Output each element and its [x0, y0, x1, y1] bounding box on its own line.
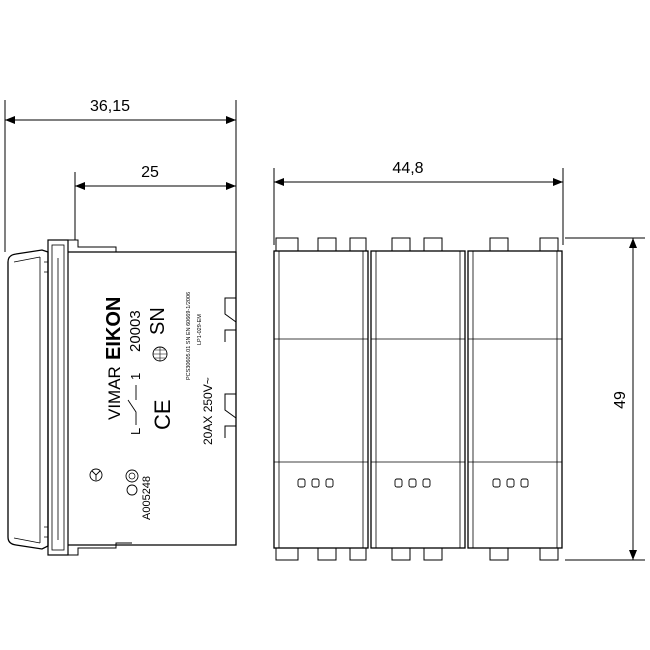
label-ce-mark: CE [150, 399, 175, 430]
led-indicator [297, 478, 306, 488]
label-brand: EIKON [103, 297, 125, 360]
label-standard-2: LP1-029-EM [197, 314, 203, 345]
front-module-3 [467, 237, 563, 561]
switch-side-view: EIKON 20003 SN VIMAR L 1 CE 20AX 250V~ P… [7, 239, 237, 556]
mounting-frame [44, 239, 69, 556]
led-indicator [408, 478, 417, 488]
dim-label-side-body: 25 [141, 164, 159, 181]
dim-label-front-height: 49 [612, 391, 629, 409]
label-serial: A005248 [141, 476, 153, 520]
label-code: 20003 [127, 310, 144, 352]
led-indicator [394, 478, 403, 488]
led-row [297, 478, 334, 488]
dimension-front-height: 49 [565, 237, 645, 561]
rocker-cap [7, 249, 49, 550]
led-indicator [520, 478, 529, 488]
switch-front-view [273, 237, 563, 561]
led-indicator [422, 478, 431, 488]
front-module-1 [273, 237, 369, 561]
approval-marks [89, 346, 168, 496]
label-module-mark: SN [147, 307, 169, 335]
dimension-side-body: 25 [74, 164, 236, 240]
label-standard-1: PCS30605.01 SN EN 60669-1/2006 [186, 292, 192, 380]
dimension-front-width: 44,8 [273, 160, 564, 245]
led-row [394, 478, 431, 488]
dim-label-front-width: 44,8 [392, 160, 423, 177]
label-circuit-num: 1 [128, 373, 143, 380]
led-indicator [492, 478, 501, 488]
dim-label-side-total: 36,15 [90, 98, 130, 115]
led-indicator [311, 478, 320, 488]
label-rating: 20AX 250V~ [201, 377, 215, 445]
label-circuit: L [128, 428, 143, 435]
front-module-2 [370, 237, 466, 561]
led-row [492, 478, 529, 488]
led-indicator [325, 478, 334, 488]
label-maker: VIMAR [105, 366, 124, 420]
dimension-side-total: 36,15 [4, 98, 237, 295]
led-indicator [506, 478, 515, 488]
